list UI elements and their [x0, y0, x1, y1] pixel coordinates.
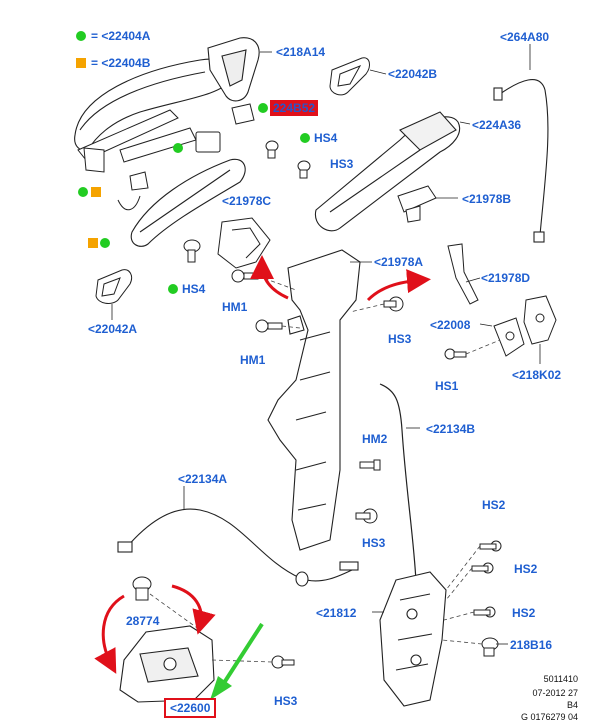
label-hs3-bottom: HS3 — [274, 694, 298, 708]
label-218k02: <218K02 — [512, 368, 562, 382]
screw-hs4-part — [183, 239, 201, 263]
handle-frame-part — [77, 109, 221, 211]
screw-hm1-a-part — [231, 269, 259, 283]
footer-date: 07-2012 27 — [532, 688, 578, 698]
marker-dot-inner — [100, 238, 110, 248]
label-264a80: <264A80 — [500, 30, 550, 44]
label-28774: 28774 — [126, 614, 160, 628]
label-hm1-b: HM1 — [240, 353, 266, 367]
screw-hs4-top-part — [265, 140, 279, 159]
cover-28774-part — [132, 576, 152, 601]
label-hs3-mid: HS3 — [388, 332, 412, 346]
label-22134a: <22134A — [178, 472, 228, 486]
plate-218k02-part — [523, 295, 557, 345]
legend-orange-square — [76, 58, 86, 68]
label-21978b: <21978B — [462, 192, 512, 206]
bracket-21978c-part — [217, 217, 271, 269]
gasket-right-part — [329, 57, 370, 96]
legend-green-dot — [76, 31, 86, 41]
label-hs1: HS1 — [435, 379, 459, 393]
inner-handle-frame-part — [130, 158, 246, 247]
marker-dot-frame — [173, 143, 183, 153]
cable-22134a-part — [117, 508, 359, 587]
inner-handle-part — [314, 111, 460, 232]
label-hs2-c: HS2 — [512, 606, 536, 620]
label-224b52-highlight: 224B52 — [270, 100, 319, 116]
screw-hs2-a-part — [479, 540, 502, 552]
label-hm2: HM2 — [362, 432, 388, 446]
marker-square-inner — [88, 238, 98, 248]
legend-green-label: = <22404A — [91, 29, 151, 43]
green-pointer-arrow — [210, 622, 264, 700]
label-218b16: 218B16 — [510, 638, 553, 652]
label-21978d: <21978D — [481, 271, 531, 285]
marker-dot-224b52 — [258, 103, 268, 113]
screw-hm2-part — [359, 459, 381, 471]
leader-lines — [111, 44, 541, 645]
screw-hs3-mid-part — [383, 296, 404, 312]
label-hs4-top: HS4 — [314, 131, 338, 145]
footer-code: B4 — [566, 700, 578, 710]
screw-hs3-low-part — [355, 508, 378, 524]
label-22008: <22008 — [430, 318, 471, 332]
label-hs3-top: HS3 — [330, 157, 354, 171]
label-hs2-a: HS2 — [482, 498, 506, 512]
bracket-21978b-part — [397, 185, 437, 223]
legend-orange-label: = <22404B — [91, 56, 151, 70]
cable-264a80-part — [493, 79, 549, 243]
screw-hs3-top-part — [297, 160, 311, 179]
label-21978a: <21978A — [374, 255, 424, 269]
lock-cylinder-22600-part — [119, 625, 215, 703]
label-hs2-b: HS2 — [514, 562, 538, 576]
marker-square-frame-left — [91, 187, 101, 197]
screw-hs2-c-part — [473, 606, 496, 618]
screw-hs3-bottom-part — [271, 655, 295, 669]
label-224a36: <224A36 — [472, 118, 522, 132]
switch-part — [231, 103, 255, 125]
reinforcement-bracket-part — [267, 249, 361, 551]
screw-hm1-b-part — [255, 319, 283, 333]
label-hm1-a: HM1 — [222, 300, 248, 314]
marker-dot-hs4-left — [168, 284, 178, 294]
latch-21812-part — [379, 571, 447, 707]
label-22600-highlight: <22600 — [164, 698, 217, 718]
label-21812: <21812 — [316, 606, 357, 620]
red-direction-arrows — [94, 255, 431, 674]
label-218a14: <218A14 — [276, 45, 326, 59]
screw-hs2-b-part — [471, 562, 494, 574]
footer-id: 5011410 — [543, 674, 578, 684]
marker-dot-frame-left — [78, 187, 88, 197]
gasket-left-part — [95, 269, 133, 304]
handle-bezel-part — [207, 37, 260, 102]
assembly-guide-lines — [149, 275, 501, 663]
bracket-22008-part — [493, 317, 525, 357]
label-22042a: <22042A — [88, 322, 138, 336]
grommet-218b16-part — [481, 637, 499, 657]
label-22134b: <22134B — [426, 422, 476, 436]
rod-22134b-part — [379, 383, 417, 583]
screw-hs1-part — [444, 348, 467, 360]
label-22042b: <22042B — [388, 67, 438, 81]
bracket-21978d-part — [447, 243, 479, 305]
label-21978c: <21978C — [222, 194, 272, 208]
marker-dot-hs4-top — [300, 133, 310, 143]
footer-ref: G 0176279 04 — [520, 712, 578, 722]
label-hs3-low: HS3 — [362, 536, 386, 550]
label-hs4-left: HS4 — [182, 282, 206, 296]
